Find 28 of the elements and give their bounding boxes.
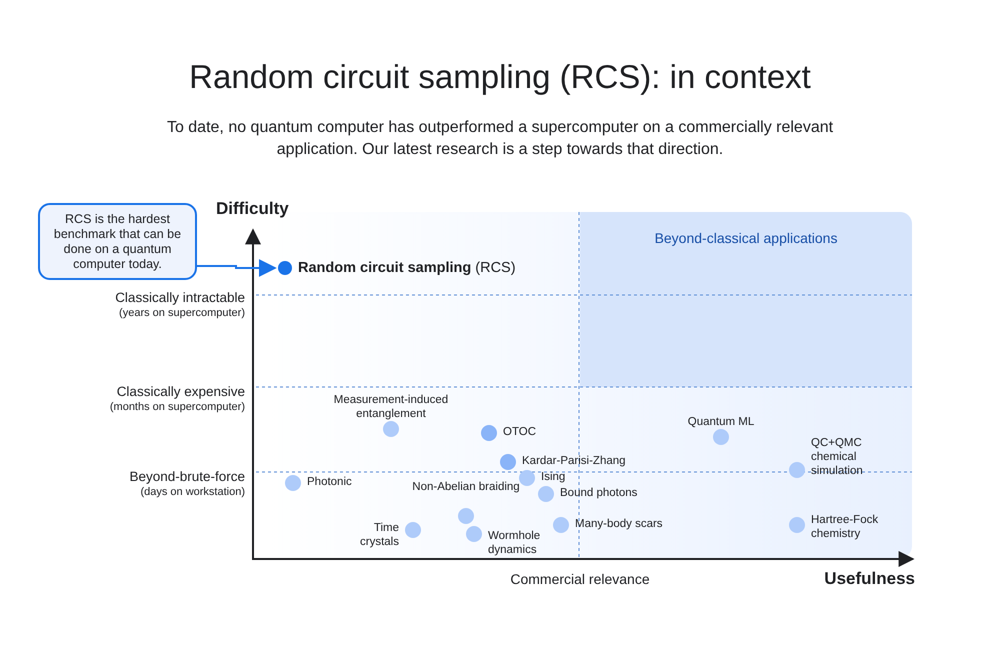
- point-label: Many-body scars: [575, 517, 663, 531]
- point-label: OTOC: [503, 425, 536, 439]
- subtitle: To date, no quantum computer has outperformed a supercomputer on a commercially relevant application. Our latest research is a step towards that direction.: [166, 118, 834, 160]
- point-label: Non-Abelian braiding: [411, 480, 521, 494]
- axis-label: Commercial relevance: [509, 571, 651, 587]
- point-label: Measurement-induced entanglement: [332, 393, 450, 421]
- axis-title: Usefulness: [824, 569, 915, 589]
- point-label: Ising: [541, 470, 566, 484]
- band-sublabel: (days on workstation): [140, 486, 245, 498]
- band-label: Beyond-brute-force: [129, 469, 245, 484]
- point-label: Bound photons: [560, 486, 638, 500]
- band-sublabel: (years on supercomputer): [119, 307, 245, 319]
- point-label: Photonic: [307, 475, 352, 489]
- point-label: Hartree-Fock chemistry: [811, 513, 880, 541]
- point-label: Kardar-Parisi-Zhang: [522, 454, 626, 468]
- point-label: QC+QMC chemical simulation: [811, 436, 864, 478]
- band-label: Classically intractable: [115, 290, 245, 305]
- band-label: Classically expensive: [116, 384, 245, 399]
- point-label: Time crystals: [359, 521, 399, 549]
- point-label: Wormhole dynamics: [488, 529, 542, 557]
- arrow: [197, 259, 277, 277]
- region-box: Beyond-classical applications: [580, 212, 912, 387]
- point-label: Quantum ML: [686, 415, 756, 429]
- title: Random circuit sampling (RCS): in context: [188, 58, 812, 96]
- band-sublabel: (months on supercomputer): [110, 401, 245, 413]
- axis-title: Difficulty: [216, 199, 289, 219]
- callout-box: RCS is the hardest benchmark that can be done on a quantum computer today.: [38, 203, 197, 280]
- point-label: Random circuit sampling (RCS): [298, 259, 516, 277]
